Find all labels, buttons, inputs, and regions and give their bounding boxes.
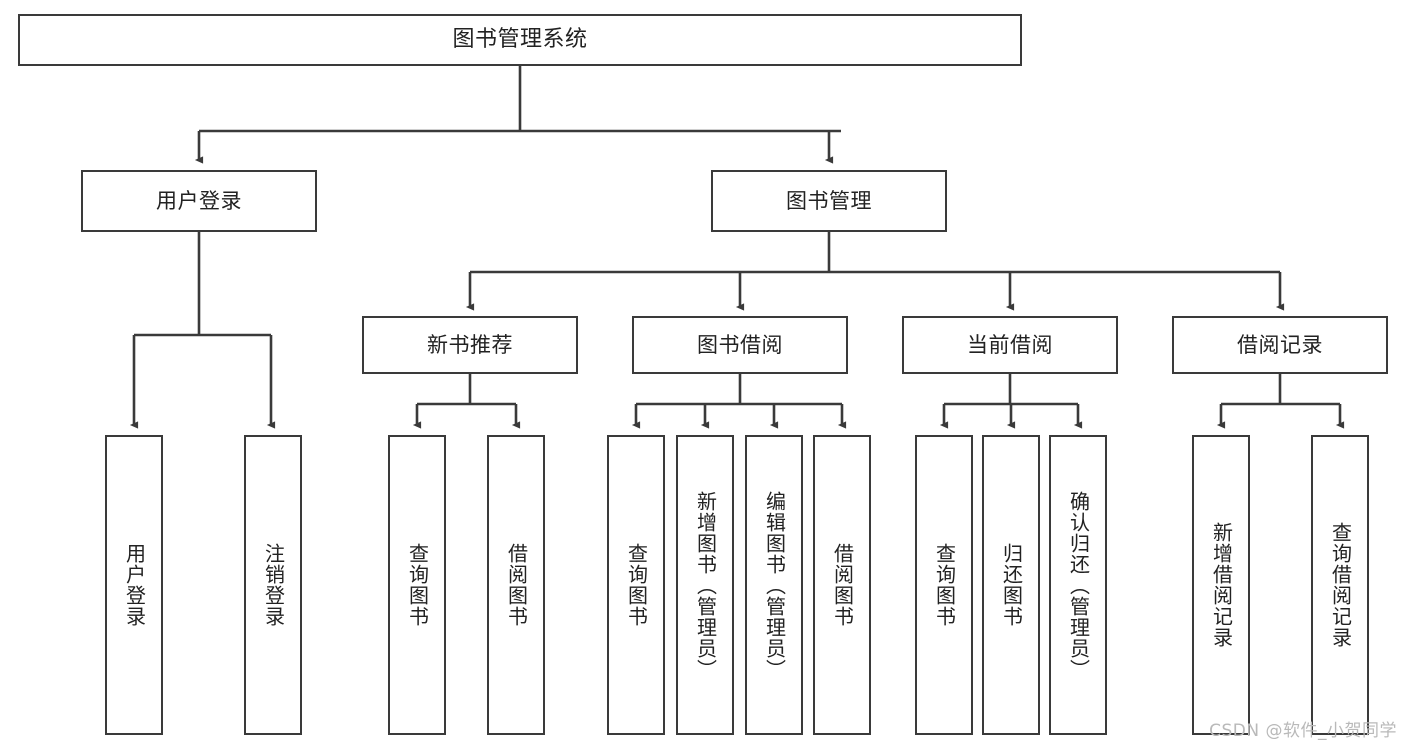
node-leaf-confirm-return-admin[interactable]: 确认归还（管理员） (1049, 435, 1107, 735)
node-label: 新增图书（管理员） (693, 490, 718, 680)
node-leaf-user-logout[interactable]: 注销登录 (244, 435, 302, 735)
node-label: 查询图书 (932, 543, 957, 627)
node-leaf-query-book-1[interactable]: 查询图书 (388, 435, 446, 735)
node-leaf-edit-book-admin[interactable]: 编辑图书（管理员） (745, 435, 803, 735)
node-leaf-add-borrow-record[interactable]: 新增借阅记录 (1192, 435, 1250, 735)
node-label: 借阅图书 (504, 543, 529, 627)
node-label: 当前借阅 (967, 332, 1053, 357)
node-leaf-borrow-book-1[interactable]: 借阅图书 (487, 435, 545, 735)
node-user-login[interactable]: 用户登录 (81, 170, 317, 232)
node-label: 查询借阅记录 (1328, 522, 1353, 648)
node-label: 查询图书 (405, 543, 430, 627)
node-leaf-borrow-book-2[interactable]: 借阅图书 (813, 435, 871, 735)
node-leaf-query-book-2[interactable]: 查询图书 (607, 435, 665, 735)
node-leaf-query-book-3[interactable]: 查询图书 (915, 435, 973, 735)
node-current-borrowing[interactable]: 当前借阅 (902, 316, 1118, 374)
node-new-book-recommendation[interactable]: 新书推荐 (362, 316, 578, 374)
node-label: 编辑图书（管理员） (762, 490, 787, 680)
csdn-watermark: CSDN @软件_小贺同学 (1209, 721, 1397, 741)
node-label: 归还图书 (999, 543, 1024, 627)
node-label: 用户登录 (122, 543, 147, 627)
node-label: 查询图书 (624, 543, 649, 627)
node-book-management[interactable]: 图书管理 (711, 170, 947, 232)
node-label: 注销登录 (261, 543, 286, 627)
node-leaf-user-login[interactable]: 用户登录 (105, 435, 163, 735)
node-leaf-query-borrow-record[interactable]: 查询借阅记录 (1311, 435, 1369, 735)
node-label: 确认归还（管理员） (1066, 490, 1091, 680)
node-label: 借阅记录 (1237, 332, 1323, 357)
node-label: 新增借阅记录 (1209, 522, 1234, 648)
node-label: 用户登录 (156, 188, 242, 213)
node-label: 图书管理 (786, 188, 872, 213)
node-root-book-management-system[interactable]: 图书管理系统 (18, 14, 1022, 66)
node-label: 图书管理系统 (452, 27, 588, 53)
node-book-borrowing[interactable]: 图书借阅 (632, 316, 848, 374)
node-label: 借阅图书 (830, 543, 855, 627)
node-leaf-return-book[interactable]: 归还图书 (982, 435, 1040, 735)
node-borrowing-records[interactable]: 借阅记录 (1172, 316, 1388, 374)
node-leaf-add-book-admin[interactable]: 新增图书（管理员） (676, 435, 734, 735)
node-label: 图书借阅 (697, 332, 783, 357)
node-label: 新书推荐 (427, 332, 513, 357)
